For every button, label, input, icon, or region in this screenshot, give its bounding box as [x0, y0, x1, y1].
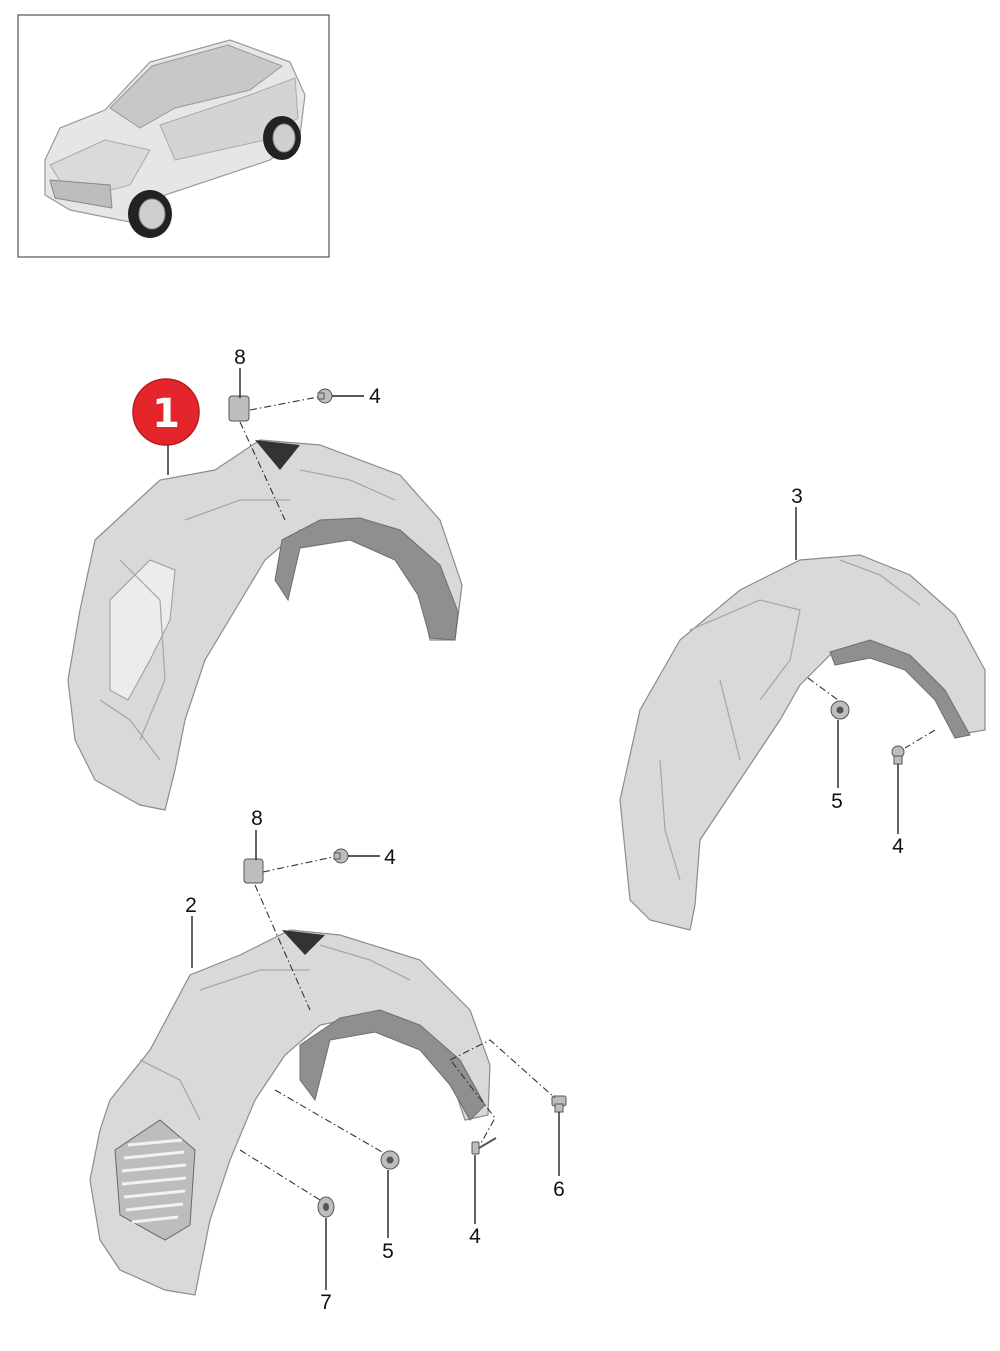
- expanding-nut-icon: [317, 1196, 335, 1218]
- callout-8-top: 8: [234, 346, 246, 369]
- screw-icon: [551, 1095, 567, 1113]
- leader-lines: [167, 368, 899, 1290]
- callout-8-mid: 8: [251, 807, 263, 830]
- vehicle-thumbnail[interactable]: [17, 14, 330, 258]
- fastener-clip-icon: [228, 395, 250, 422]
- assembly-lines: [239, 396, 936, 1201]
- callout-3: 3: [791, 485, 803, 508]
- callout-6: 6: [553, 1178, 565, 1201]
- vehicle-overview-icon: [44, 39, 306, 238]
- expanding-nut-icon: [380, 1150, 400, 1170]
- vent-grille: [114, 1119, 196, 1241]
- callout-7: 7: [320, 1291, 332, 1314]
- screw-icon: [333, 848, 349, 864]
- callout-2: 2: [185, 894, 197, 917]
- callout-4-bottom: 4: [469, 1225, 481, 1248]
- badge-number: 1: [152, 391, 180, 437]
- callout-labels: 8 4 3 5 4 8 4 2 6 5 4 7: [185, 346, 904, 1314]
- callout-4-right: 4: [892, 835, 904, 858]
- screw-icon: [891, 745, 905, 765]
- callout-5-bottom: 5: [382, 1240, 394, 1263]
- part-1-wheel-housing-liner[interactable]: [67, 388, 463, 811]
- expanding-nut-icon: [830, 700, 850, 720]
- part-2-wheel-housing-liner[interactable]: [89, 848, 567, 1296]
- screw-icon: [471, 1137, 497, 1155]
- callout-5-right: 5: [831, 790, 843, 813]
- part-3-wheel-housing-liner[interactable]: [619, 554, 986, 931]
- selected-part-badge[interactable]: 1: [132, 378, 200, 446]
- callout-4-mid: 4: [384, 846, 396, 869]
- screw-icon: [317, 388, 333, 404]
- fastener-clip-icon: [243, 858, 264, 884]
- badge-circle: [132, 378, 200, 446]
- callout-4-top: 4: [369, 385, 381, 408]
